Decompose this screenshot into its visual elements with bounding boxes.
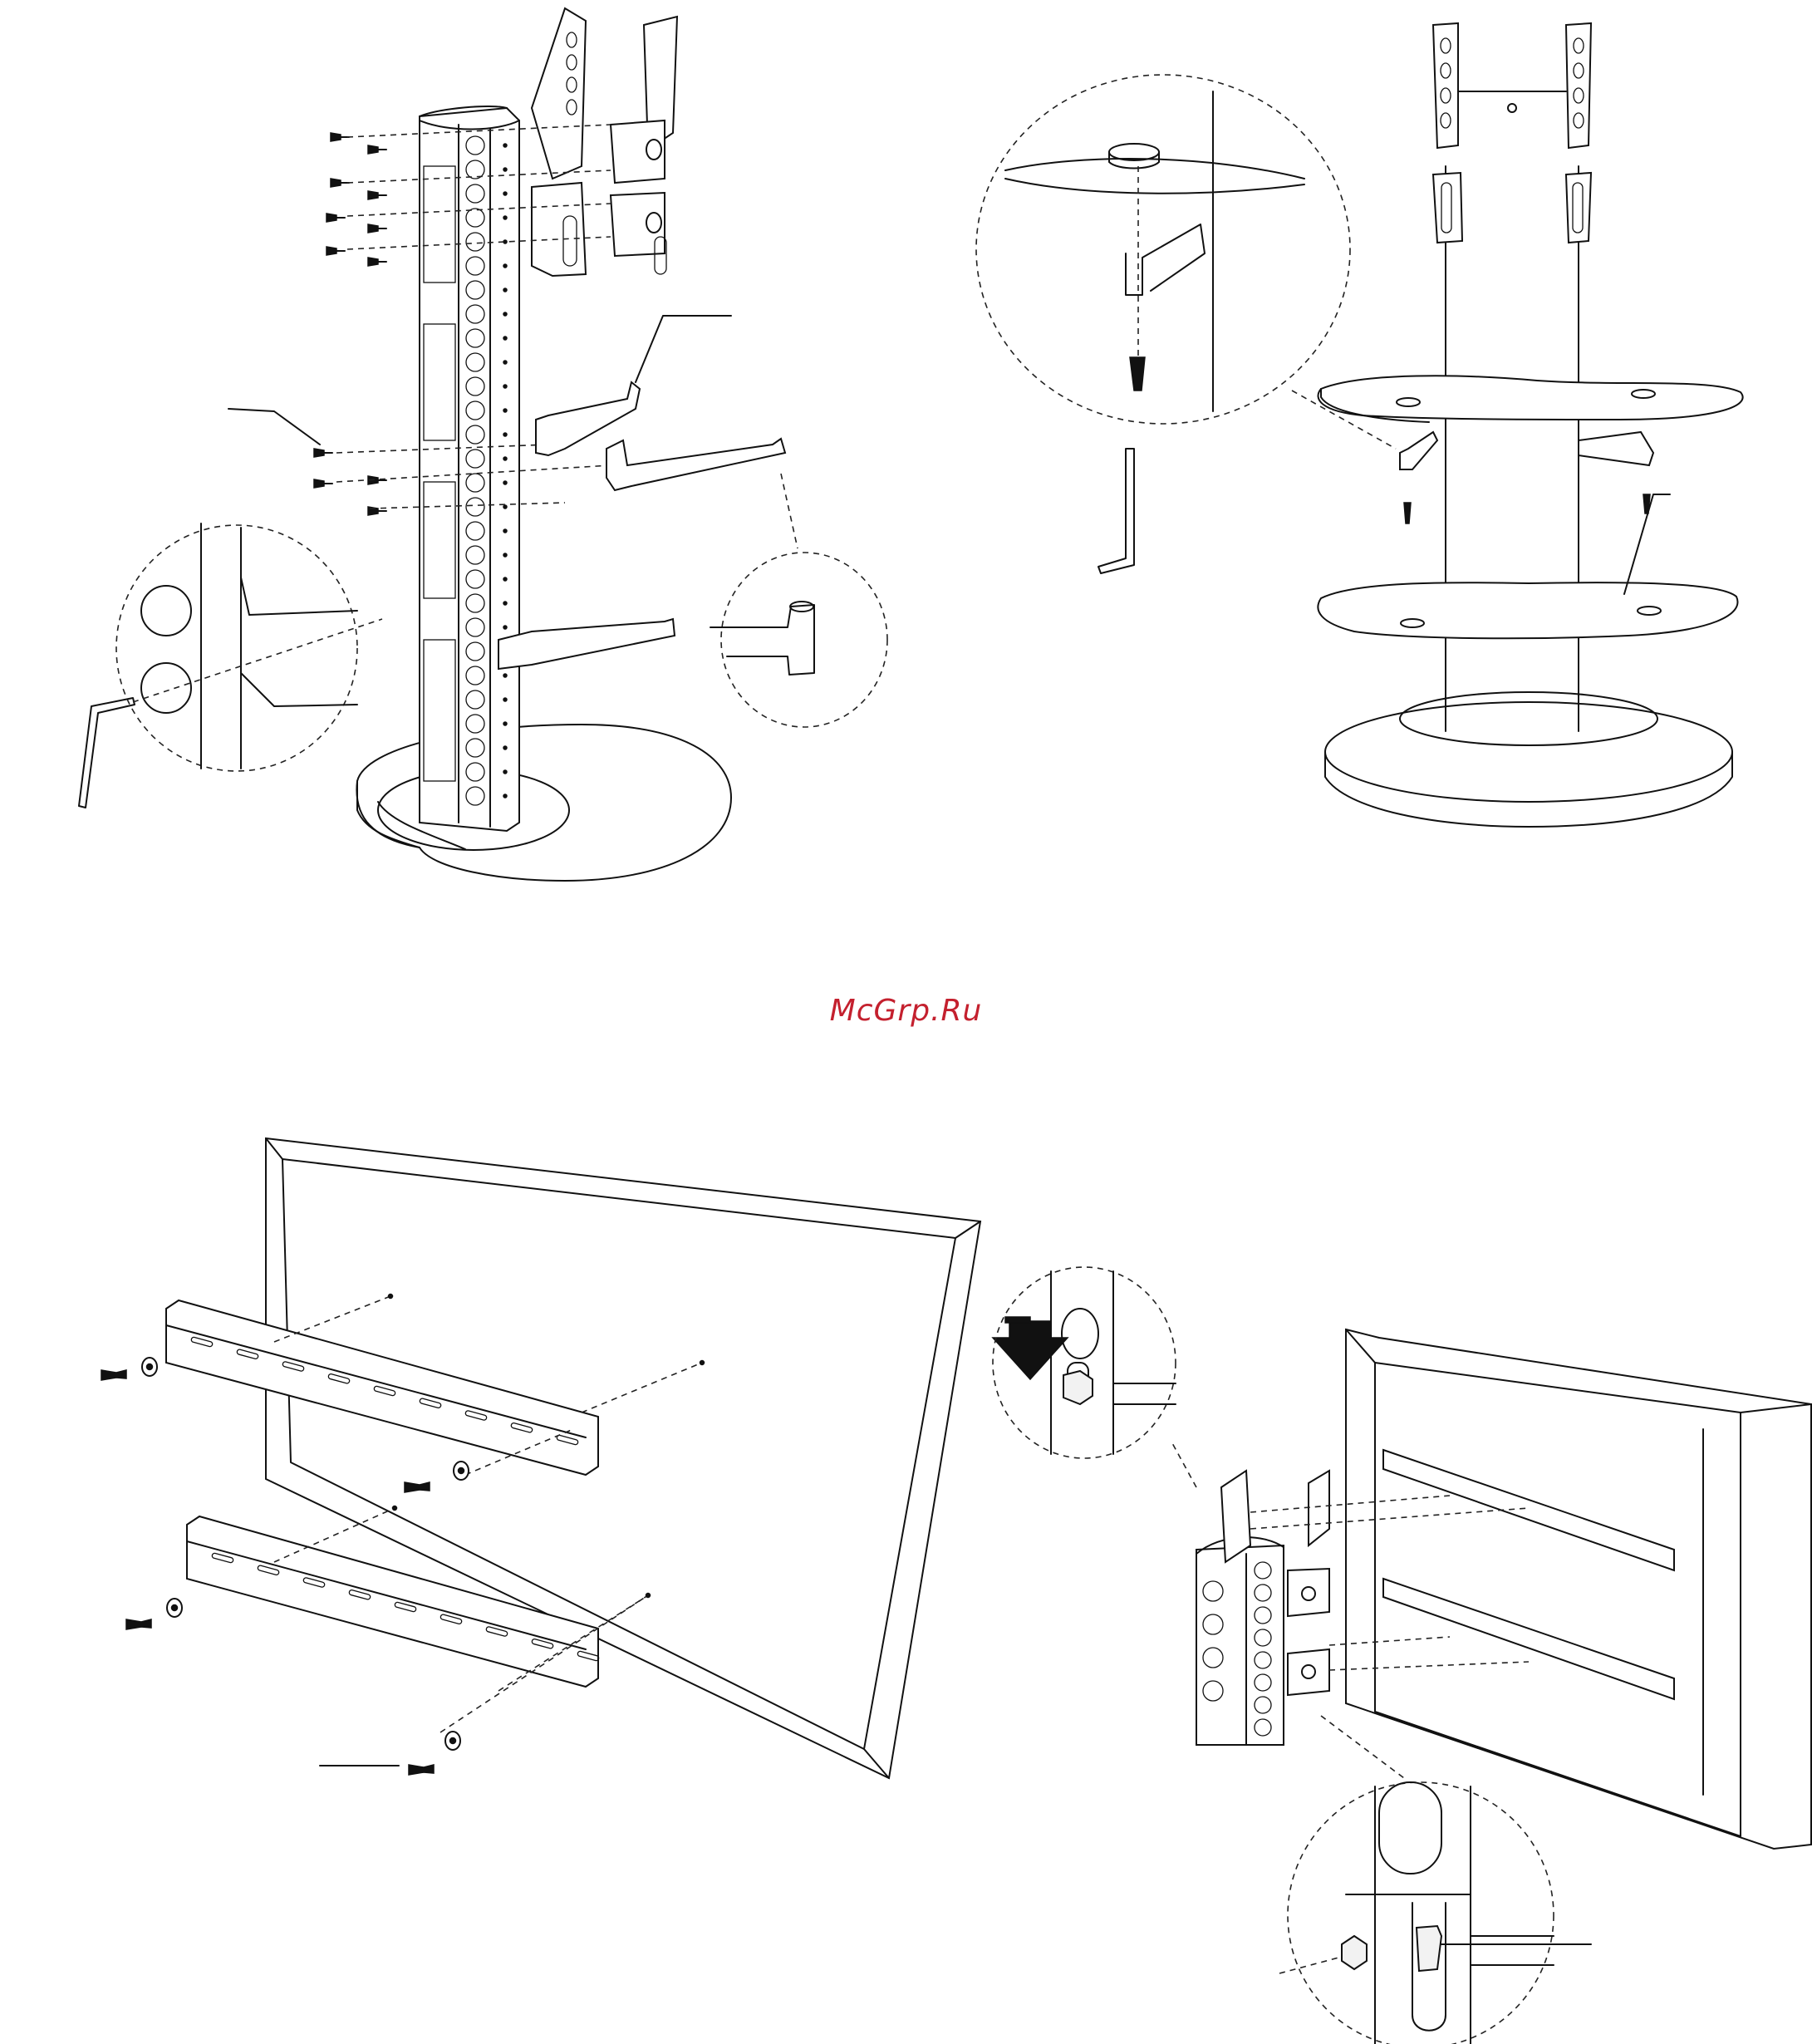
- watermark-text: McGrp.Ru: [0, 994, 1812, 1028]
- tv-hanging-illustration: [993, 1267, 1811, 2044]
- column-assembly-illustration: [79, 8, 887, 881]
- glass-shelf-stand-illustration: [976, 23, 1743, 827]
- tv-mounting-rails-illustration: [101, 1138, 980, 1778]
